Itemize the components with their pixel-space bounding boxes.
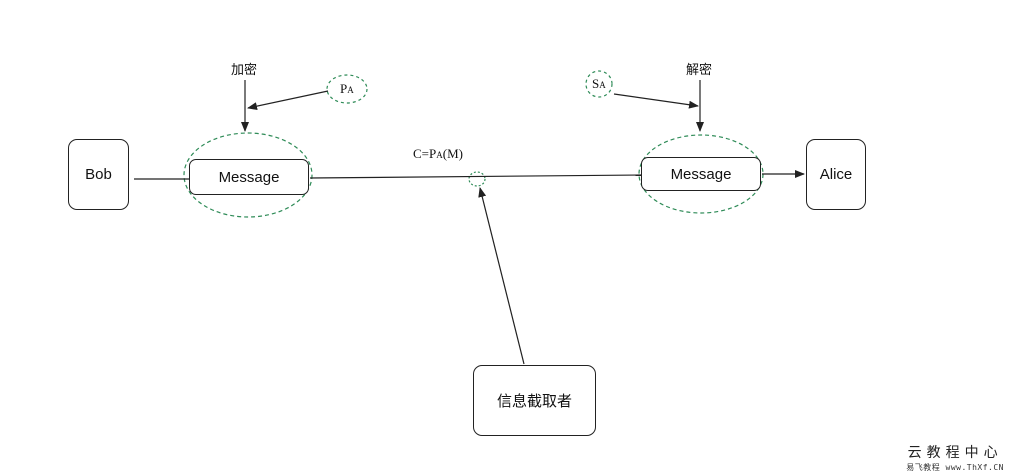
ciphertext-subscript: A bbox=[436, 150, 443, 160]
public-key-arrow bbox=[247, 90, 329, 111]
alice-node: Alice bbox=[806, 139, 866, 210]
secret-key-ellipse bbox=[585, 70, 613, 98]
channel-line bbox=[309, 174, 642, 179]
interceptor-arrow bbox=[478, 187, 525, 365]
secret-key-label: SA bbox=[592, 76, 606, 92]
ciphertext-label: C=PA(M) bbox=[413, 146, 463, 162]
watermark-url: 易飞教程 www.ThXf.CN bbox=[906, 463, 1004, 472]
bob-label: Bob bbox=[85, 166, 112, 183]
message-left-label: Message bbox=[218, 168, 280, 186]
decrypt-label: 解密 bbox=[686, 63, 713, 78]
message-right-label: Message bbox=[670, 165, 732, 183]
watermark-title: 云教程中心 bbox=[907, 445, 1003, 461]
ciphertext-prefix: C=P bbox=[413, 146, 437, 161]
public-key-letter: P bbox=[340, 81, 348, 96]
message-right-node: Message bbox=[641, 157, 761, 191]
alice-label: Alice bbox=[819, 166, 853, 183]
interceptor-node: 信息截取者 bbox=[473, 365, 596, 436]
public-key-label: PA bbox=[340, 81, 354, 97]
public-key-subscript: A bbox=[347, 85, 354, 95]
bob-node: Bob bbox=[68, 139, 129, 210]
ciphertext-suffix: (M) bbox=[442, 146, 463, 161]
secret-key-letter: S bbox=[592, 76, 600, 91]
encrypt-ellipse bbox=[183, 132, 313, 218]
encrypt-label: 加密 bbox=[231, 63, 258, 78]
watermark: 云教程中心 易飞教程 www.ThXf.CN bbox=[906, 442, 1004, 473]
message-left-node: Message bbox=[189, 159, 309, 195]
secret-key-arrow bbox=[613, 93, 699, 109]
public-key-ellipse bbox=[326, 74, 368, 104]
interceptor-label: 信息截取者 bbox=[496, 392, 572, 410]
intercept-point-ellipse bbox=[468, 171, 486, 187]
secret-key-subscript: A bbox=[599, 80, 606, 90]
